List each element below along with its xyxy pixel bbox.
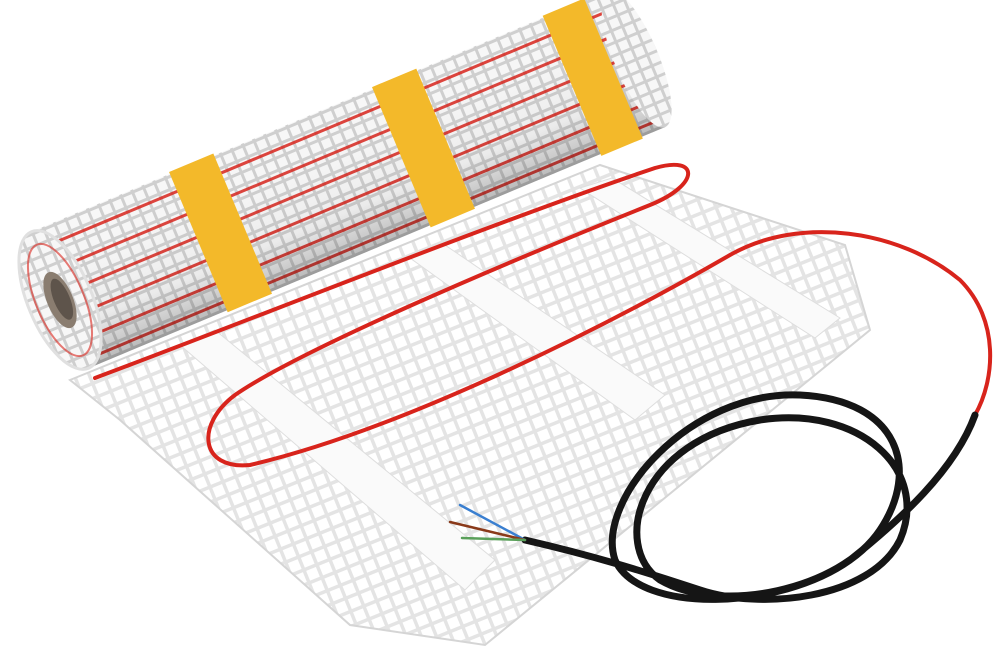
yellow-band-2 (372, 68, 475, 228)
heating-cable (93, 162, 993, 468)
mesh-roll (17, 0, 672, 371)
yellow-band-3 (542, 0, 643, 156)
flat-mesh (68, 163, 872, 647)
tape-3 (578, 177, 841, 339)
yellow-band-1 (169, 153, 272, 313)
wire-ends (448, 503, 527, 542)
power-cord (521, 391, 979, 603)
